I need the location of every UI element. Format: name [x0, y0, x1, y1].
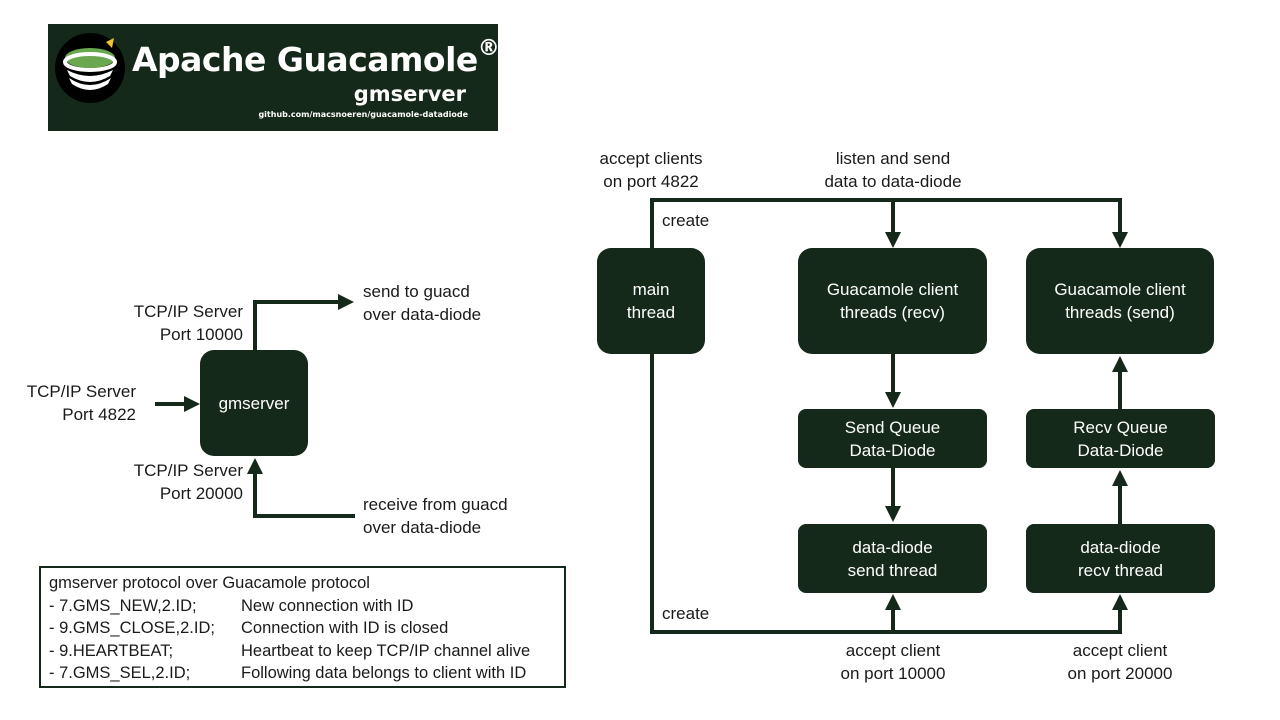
- protocol-command: - 9.GMS_CLOSE,2.ID;: [49, 619, 215, 637]
- protocol-row: - 7.GMS_NEW,2.ID; New connection with ID: [49, 595, 556, 618]
- diode-send-thread-box: data-diode send thread: [798, 524, 987, 593]
- gmserver-box: gmserver: [200, 350, 308, 456]
- arrow-receive-guacd: [247, 458, 355, 518]
- label-port-4822: TCP/IP Server Port 4822: [26, 382, 136, 424]
- main-thread-box: main thread: [597, 248, 705, 354]
- send-queue-box: Send Queue Data-Diode: [798, 409, 987, 468]
- protocol-legend: gmserver protocol over Guacamole protoco…: [39, 566, 566, 688]
- banner-title: Apache Guacamole®: [132, 36, 500, 79]
- protocol-description: Connection with ID is closed: [241, 619, 449, 637]
- label-port-10000: TCP/IP Server Port 10000: [133, 302, 243, 344]
- client-recv-threads-box: Guacamole client threads (recv): [798, 248, 987, 354]
- label-accept-20000: accept client on port 20000: [1067, 641, 1173, 683]
- wire-create-top: [650, 198, 1128, 248]
- label-receive-guacd: receive from guacd over data-diode: [363, 495, 508, 537]
- protocol-command: - 7.GMS_SEL,2.ID;: [49, 664, 191, 682]
- protocol-command: - 7.GMS_NEW,2.ID;: [49, 596, 197, 615]
- label-port-20000: TCP/IP Server Port 20000: [133, 461, 243, 503]
- protocol-row: - 7.GMS_SEL,2.ID; Following data belongs…: [49, 662, 556, 685]
- label-accept-10000: accept client on port 10000: [840, 641, 946, 683]
- wire-create-bottom: [650, 354, 1128, 634]
- protocol-row: - 9.GMS_CLOSE,2.ID; Connection with ID i…: [49, 617, 556, 640]
- recv-queue-box: Recv Queue Data-Diode: [1026, 409, 1215, 468]
- registered-mark: ®: [477, 36, 500, 61]
- label-accept-clients: accept clients on port 4822: [599, 149, 703, 191]
- banner-subtitle: gmserver: [353, 82, 466, 106]
- label-create-bottom: create: [662, 604, 710, 623]
- label-send-guacd: send to guacd over data-diode: [363, 282, 482, 324]
- protocol-description: New connection with ID: [241, 596, 414, 615]
- guacamole-bowl-icon: [55, 33, 125, 103]
- protocol-command: - 9.HEARTBEAT;: [49, 641, 174, 660]
- arrow-send-guacd: [253, 294, 354, 350]
- header-banner: Apache Guacamole® gmserver github.com/ma…: [48, 24, 500, 131]
- label-listen-send: listen and send data to data-diode: [824, 149, 962, 191]
- diode-recv-thread-box: data-diode recv thread: [1026, 524, 1215, 593]
- label-create-top: create: [662, 211, 710, 230]
- protocol-description: Heartbeat to keep TCP/IP channel alive: [241, 641, 531, 660]
- client-send-threads-box: Guacamole client threads (send): [1026, 248, 1214, 354]
- protocol-title: gmserver protocol over Guacamole protoco…: [49, 574, 370, 592]
- banner-url: github.com/macsnoeren/guacamole-datadiod…: [258, 110, 468, 119]
- protocol-row: - 9.HEARTBEAT; Heartbeat to keep TCP/IP …: [49, 640, 556, 663]
- protocol-description: Following data belongs to client with ID: [241, 664, 527, 682]
